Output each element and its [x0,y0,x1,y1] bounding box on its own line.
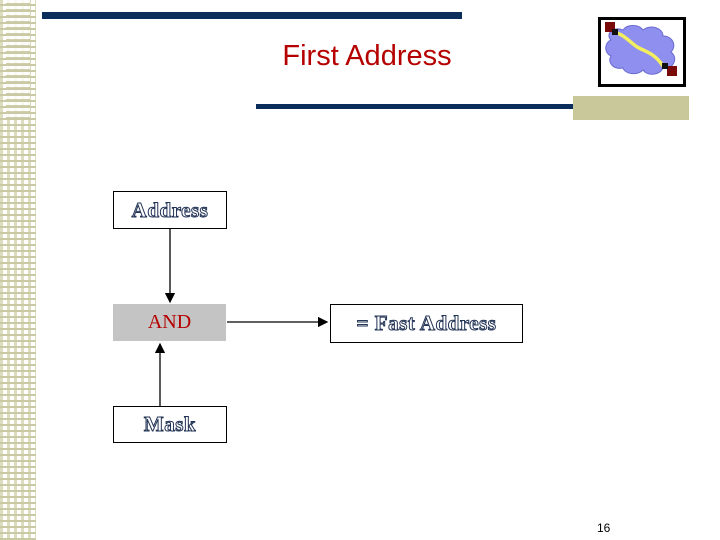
left-border-top-pattern [6,0,30,120]
mask-label: Mask [143,412,197,437]
logo [598,17,686,87]
and-box: AND [113,304,226,341]
address-label: Address [131,197,209,222]
page-number: 16 [597,521,611,535]
and-label: AND [147,311,192,333]
title-underline-bar [256,104,689,109]
fast-address-box: = Fast Address [330,304,523,343]
address-box: Address [113,191,227,229]
top-decorative-bar [42,12,462,19]
fast-address-label: = Fast Address [356,311,497,336]
network-cloud-path-icon [605,22,677,76]
slide-title: First Address [282,40,452,72]
khaki-accent-block [573,96,689,120]
mask-box: Mask [113,406,227,443]
